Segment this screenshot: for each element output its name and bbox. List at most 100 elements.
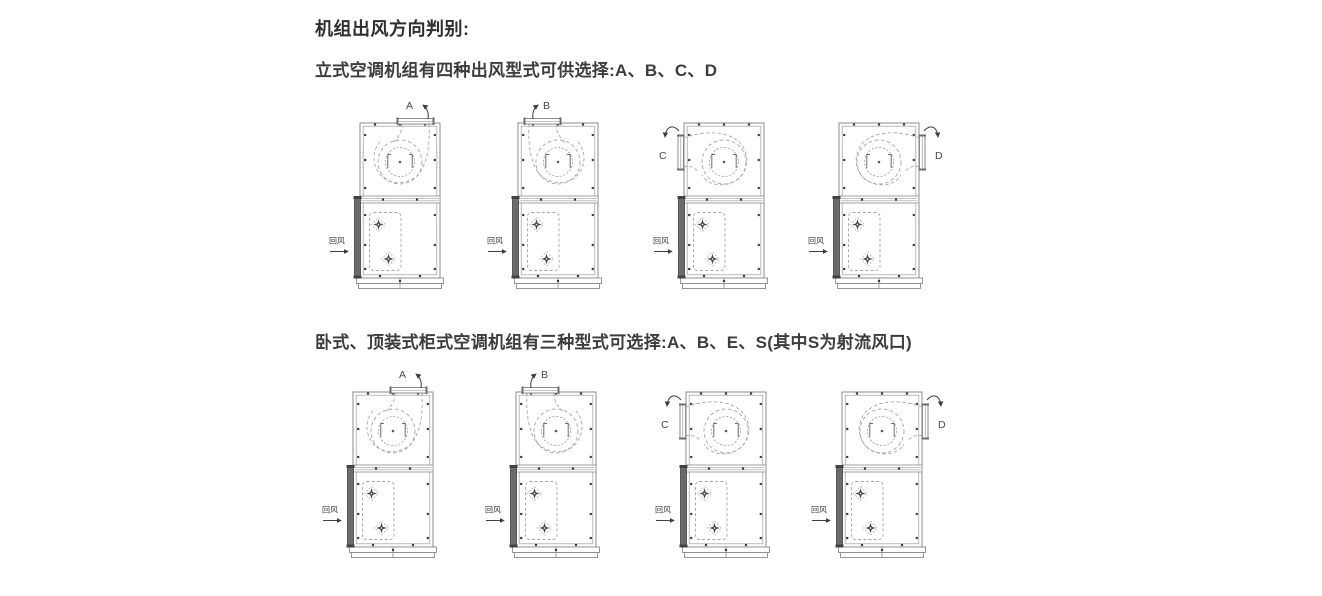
frame-bolt-icon xyxy=(877,279,881,283)
frame-bolt-icon xyxy=(724,392,728,395)
fan-wheel-outline xyxy=(527,486,542,501)
return-air-label: 回风 xyxy=(653,237,669,246)
frame-bolt-icon xyxy=(757,158,760,162)
fan-wheel-outline xyxy=(537,520,552,536)
frame-bolt-icon xyxy=(520,455,523,459)
frame-bolt-icon xyxy=(759,402,762,406)
frame-bolt-icon xyxy=(589,455,592,459)
frame-bolt-icon xyxy=(426,455,429,459)
outlet-callout: D xyxy=(926,395,946,431)
fan-wheel-hub xyxy=(535,223,538,226)
frame-bolt-icon xyxy=(688,158,691,162)
frame-bolt-icon xyxy=(757,213,760,217)
frame-bolt-icon xyxy=(364,186,367,190)
frame-bolt-icon xyxy=(520,482,523,486)
section-1-heading: 立式空调机组有四种出风型式可供选择:A、B、C、D xyxy=(315,61,718,80)
frame-bolt-icon xyxy=(589,536,592,540)
cabinet-base xyxy=(349,546,437,558)
return-air-label: 回风 xyxy=(485,506,501,515)
frame-bolt-icon xyxy=(364,243,367,247)
section-divider xyxy=(685,464,767,473)
cabinet-base xyxy=(680,277,768,289)
frame-bolt-icon xyxy=(591,267,594,271)
frame-bolt-icon xyxy=(900,543,904,547)
frame-bolt-icon xyxy=(912,267,915,271)
section-divider xyxy=(517,195,599,204)
cabinet-base xyxy=(838,546,926,558)
cabinet-base xyxy=(682,546,770,558)
frame-bolt-icon xyxy=(855,392,859,395)
frame-bolt-icon xyxy=(915,455,918,459)
frame-bolt-icon xyxy=(357,512,360,516)
frame-bolt-icon xyxy=(759,482,762,486)
return-air-callout: 回风 xyxy=(487,237,507,254)
frame-bolt-icon xyxy=(426,482,429,486)
fan-wheel-hub xyxy=(856,223,859,226)
return-air-callout: 回风 xyxy=(811,506,831,523)
unit-diagram-d-row1: 回风 D xyxy=(804,93,954,303)
frame-bolt-icon xyxy=(520,402,523,406)
frame-bolt-icon xyxy=(843,267,846,271)
return-air-grille xyxy=(677,196,686,279)
frame-bolt-icon xyxy=(757,243,760,247)
outlet-duct xyxy=(679,403,687,440)
frame-bolt-icon xyxy=(742,274,746,278)
frame-bolt-icon xyxy=(688,267,691,271)
ahu-diagram: 回风 B xyxy=(485,369,600,558)
fan-wheel-hub xyxy=(711,258,714,260)
frame-bolt-icon xyxy=(371,543,375,547)
frame-bolt-icon xyxy=(843,243,846,247)
frame-bolt-icon xyxy=(843,213,846,217)
cabinet-outline xyxy=(512,391,600,558)
cabinet-outline xyxy=(682,391,770,558)
unit-diagram-b-row1: 回风 B xyxy=(483,93,633,303)
ahu-diagram: 回风 D xyxy=(811,391,946,558)
coil-section xyxy=(527,212,560,271)
frame-bolt-icon xyxy=(589,427,592,431)
frame-bolt-icon xyxy=(408,467,412,470)
cabinet-base xyxy=(514,277,602,289)
outlet-direction-arrow-icon xyxy=(530,373,537,389)
unit-diagram-d-row2: 回风 D xyxy=(807,362,957,572)
fan-wheel-outline xyxy=(381,251,396,267)
outlet-duct xyxy=(396,117,435,125)
frame-bolt-icon xyxy=(433,267,436,271)
frame-bolt-icon xyxy=(759,427,762,431)
frame-bolt-icon xyxy=(591,133,594,137)
outlet-direction-arrow-icon xyxy=(664,395,682,407)
frame-bolt-icon xyxy=(894,198,898,201)
frame-bolt-icon xyxy=(522,186,525,190)
outlet-duct xyxy=(921,403,929,440)
fan-scroll-icon xyxy=(685,401,750,455)
frame-bolt-icon xyxy=(579,392,583,395)
frame-bolt-icon xyxy=(724,548,728,552)
fan-wheel-outline xyxy=(705,251,720,267)
frame-bolt-icon xyxy=(846,402,849,406)
frame-bolt-icon xyxy=(912,243,915,247)
outlet-duct xyxy=(677,134,685,171)
frame-bolt-icon xyxy=(757,186,760,190)
frame-bolt-icon xyxy=(915,536,918,540)
section-divider xyxy=(838,195,920,204)
outlet-callout: D xyxy=(923,126,943,162)
fan-wheel-outline xyxy=(539,251,554,267)
frame-bolt-icon xyxy=(915,482,918,486)
outlet-callout: C xyxy=(659,126,680,162)
frame-bolt-icon xyxy=(357,536,360,540)
frame-bolt-icon xyxy=(591,213,594,217)
unit-type-label: C xyxy=(659,150,667,162)
frame-bolt-icon xyxy=(759,512,762,516)
frame-bolt-icon xyxy=(759,536,762,540)
frame-bolt-icon xyxy=(915,512,918,516)
frame-bolt-icon xyxy=(757,133,760,137)
frame-bolt-icon xyxy=(522,213,525,217)
frame-bolt-icon xyxy=(366,392,370,395)
frame-bolt-icon xyxy=(704,543,708,547)
section-2-heading: 卧式、顶装式柜式空调机组有三种型式可选择:A、B、E、S(其中S为射流风口) xyxy=(315,333,912,352)
coil-section xyxy=(848,212,881,271)
frame-bolt-icon xyxy=(581,123,585,126)
outlet-direction-arrow-icon xyxy=(662,126,680,138)
return-air-callout: 回风 xyxy=(655,506,675,523)
return-air-callout: 回风 xyxy=(653,237,673,254)
